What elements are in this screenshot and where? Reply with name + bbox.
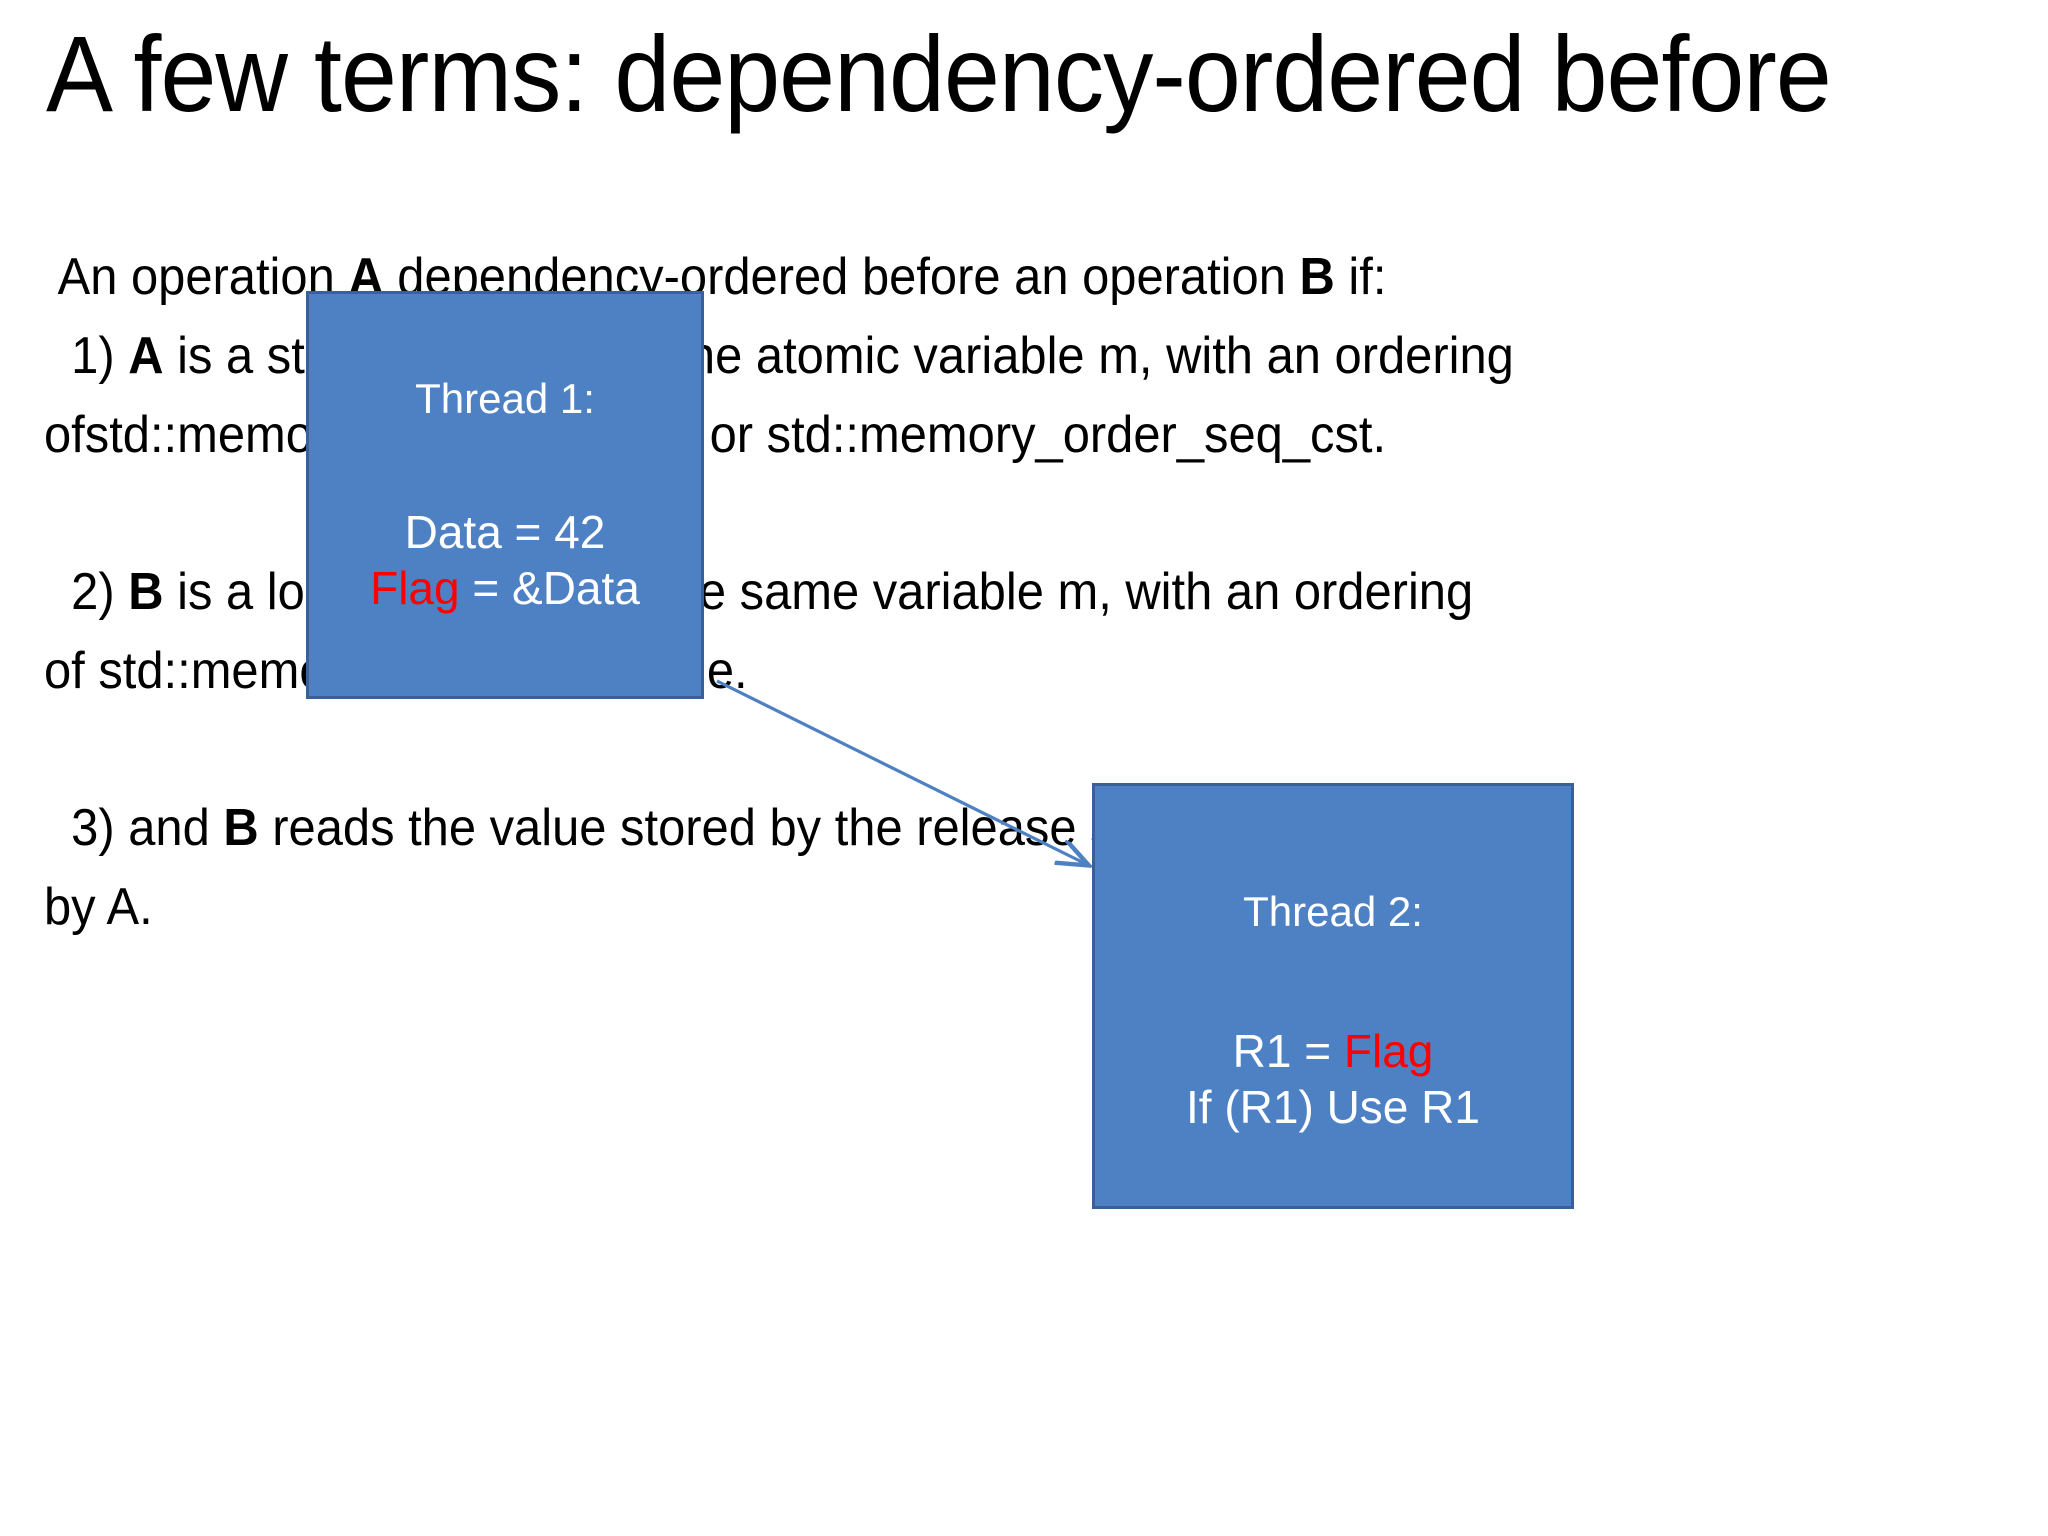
thread-1-box[interactable]: Thread 1: Data = 42 Flag = &Data — [306, 291, 704, 699]
point1-rest-text: is a store operation on the atomic varia… — [44, 327, 1514, 465]
point2-number: 2) — [44, 563, 129, 622]
thread-2-flag-token: Flag — [1343, 1025, 1434, 1078]
thread-1-flag-token: Flag — [370, 562, 460, 615]
thread-1-code-line-1: Data = 42 — [404, 506, 606, 559]
thread-2-code-line-2: If (R1) Use R1 — [1186, 1081, 1480, 1134]
point1-number: 1) — [44, 327, 129, 386]
point1-operation-a: A — [128, 327, 164, 386]
intro-pre-text: An operation — [44, 248, 349, 306]
body-spacer-2 — [44, 711, 1905, 789]
point2-rest-text: is a load operation on the same variable… — [44, 563, 1474, 701]
point3-number: 3) and — [44, 799, 224, 858]
thread-1-assign-text: = &Data — [459, 562, 640, 615]
point2-operation-b: B — [128, 563, 164, 622]
page-title: A few terms: dependency-ordered before — [46, 13, 1832, 134]
intro-post-text: if: — [1334, 248, 1387, 306]
thread-2-box[interactable]: Thread 2: R1 = Flag If (R1) Use R1 — [1092, 783, 1574, 1209]
intro-operation-b: B — [1299, 248, 1335, 306]
point3-operation-b: B — [223, 799, 259, 858]
thread-1-code-line-2: Flag = &Data — [370, 560, 640, 616]
thread-1-title: Thread 1: — [415, 375, 595, 422]
thread-2-code-line-1: R1 = Flag — [1233, 1023, 1434, 1079]
thread-2-title: Thread 2: — [1243, 888, 1423, 935]
body-paragraph-point3: 3) and B reads the value stored by the r… — [44, 789, 1905, 947]
thread-2-assign-text: R1 = — [1232, 1025, 1344, 1078]
